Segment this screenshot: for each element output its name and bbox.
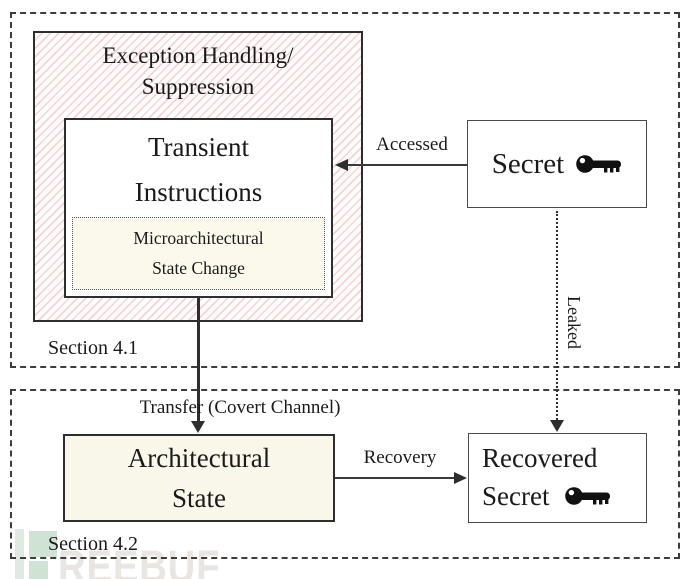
secret-label: Secret	[491, 147, 565, 180]
architectural-line1: Architectural	[127, 443, 271, 473]
section-4-2-frame	[10, 389, 680, 559]
key-icon	[576, 155, 622, 173]
microarchitectural-state-box: Microarchitectural State Change	[72, 217, 325, 290]
recovered-secret-box: Recovered Secret	[468, 433, 647, 523]
recovery-label: Recovery	[363, 447, 437, 468]
transfer-label: Transfer (Covert Channel)	[139, 397, 341, 418]
accessed-arrowhead	[335, 159, 348, 171]
watermark-logo-foot	[29, 561, 48, 579]
leaked-arrow-line	[556, 211, 558, 420]
microarch-line1: Microarchitectural	[133, 228, 264, 248]
transient-line2: Instructions	[134, 177, 263, 207]
key-icon	[565, 487, 611, 505]
section-4-1-label: Section 4.1	[48, 337, 138, 359]
watermark-text: REEBUF	[58, 541, 221, 579]
recovery-arrowhead	[454, 472, 467, 484]
exception-title-line1: Exception Handling/	[102, 43, 294, 68]
microarch-line2: State Change	[152, 258, 245, 278]
recovery-arrow-line	[335, 477, 455, 479]
watermark-logo-block	[29, 531, 57, 557]
recovered-line1: Recovered	[482, 443, 598, 473]
accessed-label: Accessed	[376, 134, 448, 155]
transient-line1: Transient	[147, 132, 249, 162]
transfer-arrowhead	[191, 421, 205, 433]
exception-title-line2: Suppression	[141, 74, 255, 99]
architectural-state-box: Architectural State	[63, 434, 335, 522]
architectural-line2: State	[172, 483, 226, 513]
section-4-2-label: Section 4.2	[48, 533, 138, 555]
secret-box: Secret	[467, 120, 647, 208]
watermark-logo-bar	[15, 529, 24, 579]
accessed-arrow-line	[348, 164, 467, 166]
transfer-arrow-line	[197, 298, 200, 422]
leaked-arrowhead	[550, 420, 564, 432]
section-4-1-frame	[10, 12, 680, 368]
leaked-label: Leaked	[563, 295, 584, 349]
recovered-line2-label: Secret	[482, 481, 550, 511]
